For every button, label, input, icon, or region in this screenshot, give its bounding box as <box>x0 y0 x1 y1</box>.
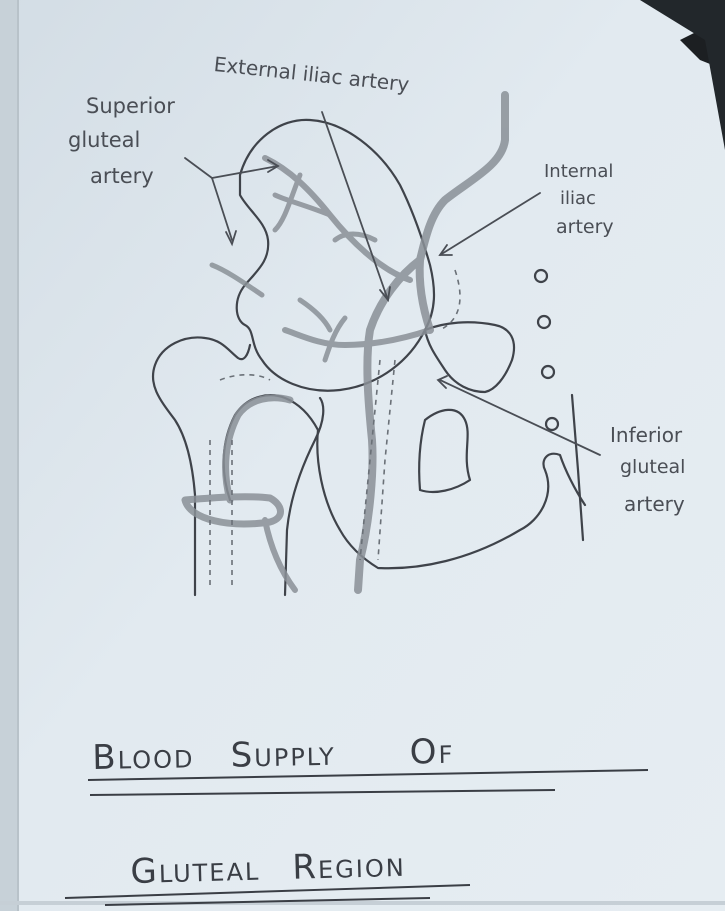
sacral-foramen <box>542 366 554 378</box>
label-internal-iliac-line2: iliac <box>560 190 596 208</box>
title-word-region-cap: R <box>292 847 319 888</box>
common-iliac-artery <box>420 95 505 260</box>
title-underline <box>105 898 430 905</box>
title-word-of-rest: F <box>438 741 454 769</box>
title-word-gluteal-rest: LUTEAL <box>159 858 261 889</box>
title-line-1: BLOOD SUPPLY OF <box>92 732 455 778</box>
inferior-gluteal-branch <box>300 300 330 330</box>
femur-outline <box>153 337 250 595</box>
pointer-superior-gluteal <box>212 178 232 240</box>
title-underline <box>90 790 555 795</box>
sacral-foramen <box>546 418 558 430</box>
femoral-artery-down <box>265 520 295 590</box>
obturator-foramen <box>419 410 470 492</box>
label-inferior-gluteal-line3: artery <box>624 494 685 514</box>
label-superior-gluteal-line2: gluteal <box>68 130 140 151</box>
femoral-artery-loop <box>226 398 290 500</box>
title-word-blood-rest: LOOD <box>117 745 194 774</box>
title-word-of-cap: O <box>409 732 438 772</box>
title-word-supply-rest: UPPLY <box>254 743 336 772</box>
pointer-superior-gluteal <box>185 158 212 178</box>
title-word-supply-cap: S <box>230 735 254 775</box>
dashed-vessel <box>440 270 460 330</box>
superior-gluteal-branch <box>265 158 410 280</box>
sacrum-edge <box>572 395 583 540</box>
title-word-gluteal-cap: G <box>130 851 159 892</box>
sacral-foramen <box>538 316 550 328</box>
dashed-vessel <box>378 360 395 560</box>
inferior-gluteal-branch <box>285 330 430 345</box>
external-iliac-artery-shape <box>358 260 420 590</box>
label-internal-iliac-line3: artery <box>556 218 614 237</box>
label-inferior-gluteal-line1: Inferior <box>610 425 682 445</box>
arrowhead <box>440 245 452 255</box>
sacral-foramen <box>535 270 547 282</box>
label-superior-gluteal-line1: Superior <box>86 96 175 117</box>
pointer-external-iliac <box>322 112 388 300</box>
title-line-2: GLUTEAL REGION <box>130 845 406 892</box>
dashed-vessel <box>220 375 270 380</box>
label-inferior-gluteal-line2: gluteal <box>620 458 685 477</box>
label-superior-gluteal-line3: artery <box>90 166 154 187</box>
title-word-region-rest: EGION <box>318 854 406 884</box>
internal-iliac-artery-shape <box>420 260 430 330</box>
ischium-outline <box>317 430 585 568</box>
label-internal-iliac-line1: Internal <box>544 163 613 181</box>
pointer-internal-iliac <box>440 193 540 255</box>
superior-gluteal-branch <box>212 265 262 295</box>
title-word-blood-cap: B <box>92 738 118 778</box>
